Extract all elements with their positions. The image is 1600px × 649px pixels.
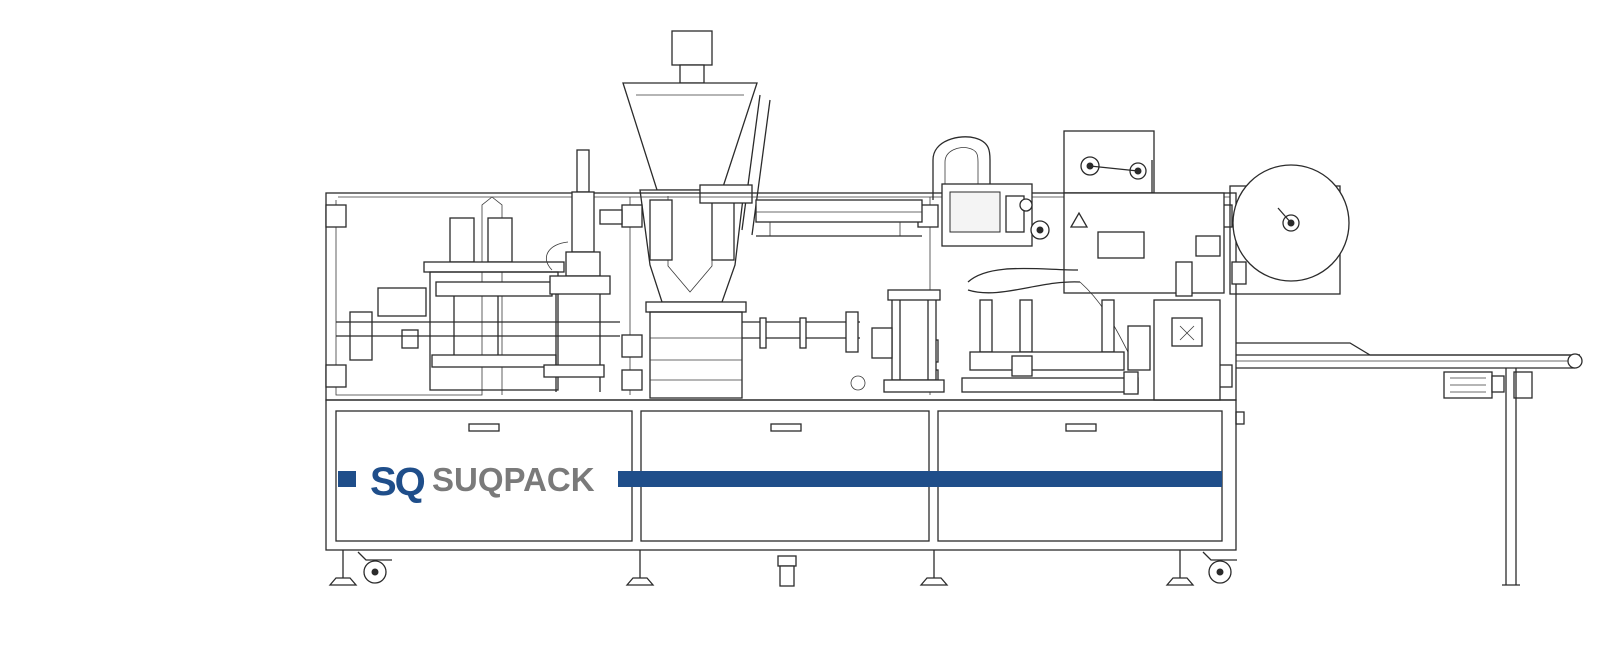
casters <box>328 550 1237 587</box>
brand-logo: SQ SUQPACK <box>370 460 595 504</box>
film-roll <box>1229 164 1350 295</box>
brand-stripe-left <box>338 471 356 487</box>
cutting-station <box>961 130 1225 401</box>
filling-station <box>645 199 923 399</box>
brand-stripe-right <box>618 471 1222 487</box>
output-conveyor <box>1235 342 1583 586</box>
brand-stripe <box>338 471 1222 487</box>
brand-name: SUQPACK <box>432 461 595 498</box>
sealing-station <box>871 136 991 393</box>
control-panel <box>941 183 1050 247</box>
brand-monogram: SQ <box>370 460 425 504</box>
hopper <box>622 30 771 303</box>
forming-station <box>336 149 623 392</box>
